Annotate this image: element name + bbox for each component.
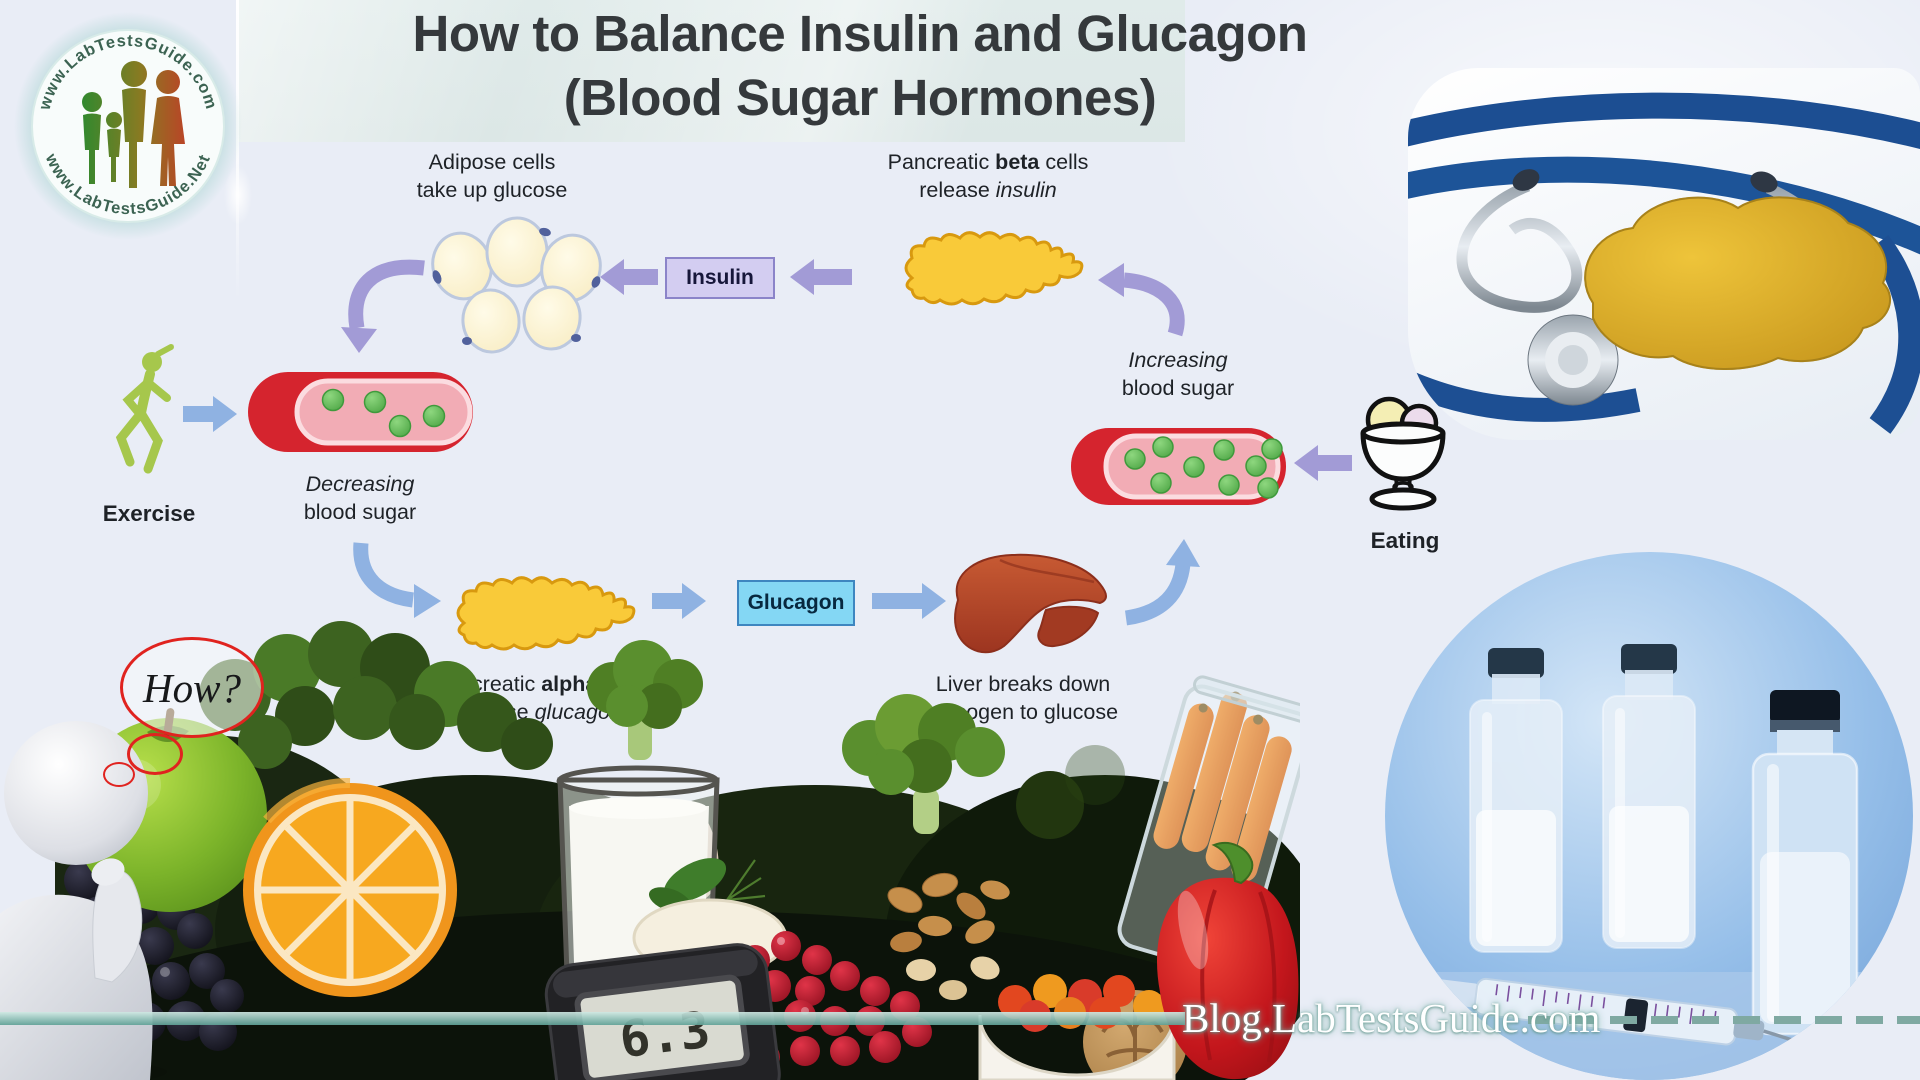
arrow-beta-to-insulin — [790, 259, 852, 295]
nuts — [887, 872, 1010, 1000]
stethoscope-eartip — [1512, 169, 1540, 191]
title-line-2: (Blood Sugar Hormones) — [563, 69, 1157, 126]
blood-vessel-increasing — [1071, 428, 1286, 505]
footer-teal-dashed-line — [1528, 1016, 1920, 1024]
figure-hand — [91, 858, 125, 886]
pancreas-model — [1584, 196, 1892, 371]
arrow-adipose-to-vessel-curve — [348, 259, 425, 330]
stethoscope-tube — [1408, 92, 1920, 150]
stethoscope-pancreas-photo — [1408, 68, 1920, 440]
arrow-adipose-to-vessel-head — [341, 327, 377, 353]
pancreas-beta-illustration — [904, 231, 1084, 306]
glucose-dots-high — [1124, 436, 1283, 499]
arrow-insulin-to-adipose — [600, 259, 658, 295]
stethoscope-chrome-tube — [1456, 180, 1583, 313]
adipose-nuclei — [432, 227, 601, 345]
thought-bubble-text: How? — [143, 664, 241, 711]
thought-bubble-trail-mid — [127, 733, 183, 775]
glucagon-box: Glucagon — [737, 580, 855, 626]
glucose-dots-low — [321, 388, 446, 438]
red-bell-pepper — [1157, 842, 1299, 1080]
arrow-liver-to-vessel-head — [1166, 539, 1200, 567]
ice-cream-cup-icon — [1360, 396, 1446, 511]
thinking-3d-figure — [0, 721, 167, 1080]
vial-back-1 — [1469, 648, 1563, 953]
family-silhouette-icon — [82, 61, 185, 188]
adipose-cells-label: Adipose cells take up glucose — [416, 150, 568, 202]
site-url: Blog.LabTestsGuide.com — [1182, 995, 1601, 1041]
meter-reading: 6.3 — [617, 1001, 714, 1070]
arrow-exercise-to-vessel — [183, 396, 237, 432]
title-line-1: How to Balance Insulin and Glucagon — [412, 5, 1308, 62]
increasing-blood-sugar-label: Increasing blood sugar — [1121, 348, 1235, 400]
arrow-vessel-to-beta-curve — [1123, 272, 1185, 337]
beta-cells-label: Pancreatic beta cells release insulin — [887, 150, 1089, 202]
syringe-scale — [1495, 984, 1717, 1025]
arrow-vessel-to-alpha-curve — [353, 542, 415, 608]
footer-teal-line — [0, 1012, 1185, 1025]
running-person-icon — [115, 344, 174, 474]
eating-label: Eating — [1370, 528, 1440, 553]
header-band — [238, 0, 1185, 142]
vial-back-2 — [1602, 644, 1696, 949]
orange-slice — [243, 777, 457, 997]
figure-head — [4, 721, 148, 865]
blood-vessel-decreasing — [248, 372, 473, 452]
exercise-label: Exercise — [102, 501, 196, 526]
carrot-jar — [1117, 675, 1300, 976]
decreasing-blood-sugar-label: Decreasing blood sugar — [303, 472, 417, 524]
broccoli — [587, 640, 1005, 834]
page-title: How to Balance Insulin and Glucagon (Blo… — [300, 2, 1420, 130]
thought-bubble-trail-small — [103, 762, 135, 787]
insulin-box: Insulin — [665, 257, 775, 299]
adipose-cells-illustration — [431, 216, 602, 354]
vial-front — [1751, 690, 1859, 1036]
arrow-eating-to-vessel — [1294, 445, 1352, 481]
insulin-vials-syringe-photo — [1385, 552, 1913, 1080]
stethoscope-pancreas-art — [1408, 92, 1920, 434]
thought-bubble: How? — [120, 637, 264, 738]
labtestsguide-logo: www.LabTestsGuide.com www.LabTestsGuide.… — [14, 12, 242, 240]
arrow-vessel-to-beta-head — [1098, 263, 1124, 297]
glucose-meter: 6.3 — [544, 943, 781, 1080]
